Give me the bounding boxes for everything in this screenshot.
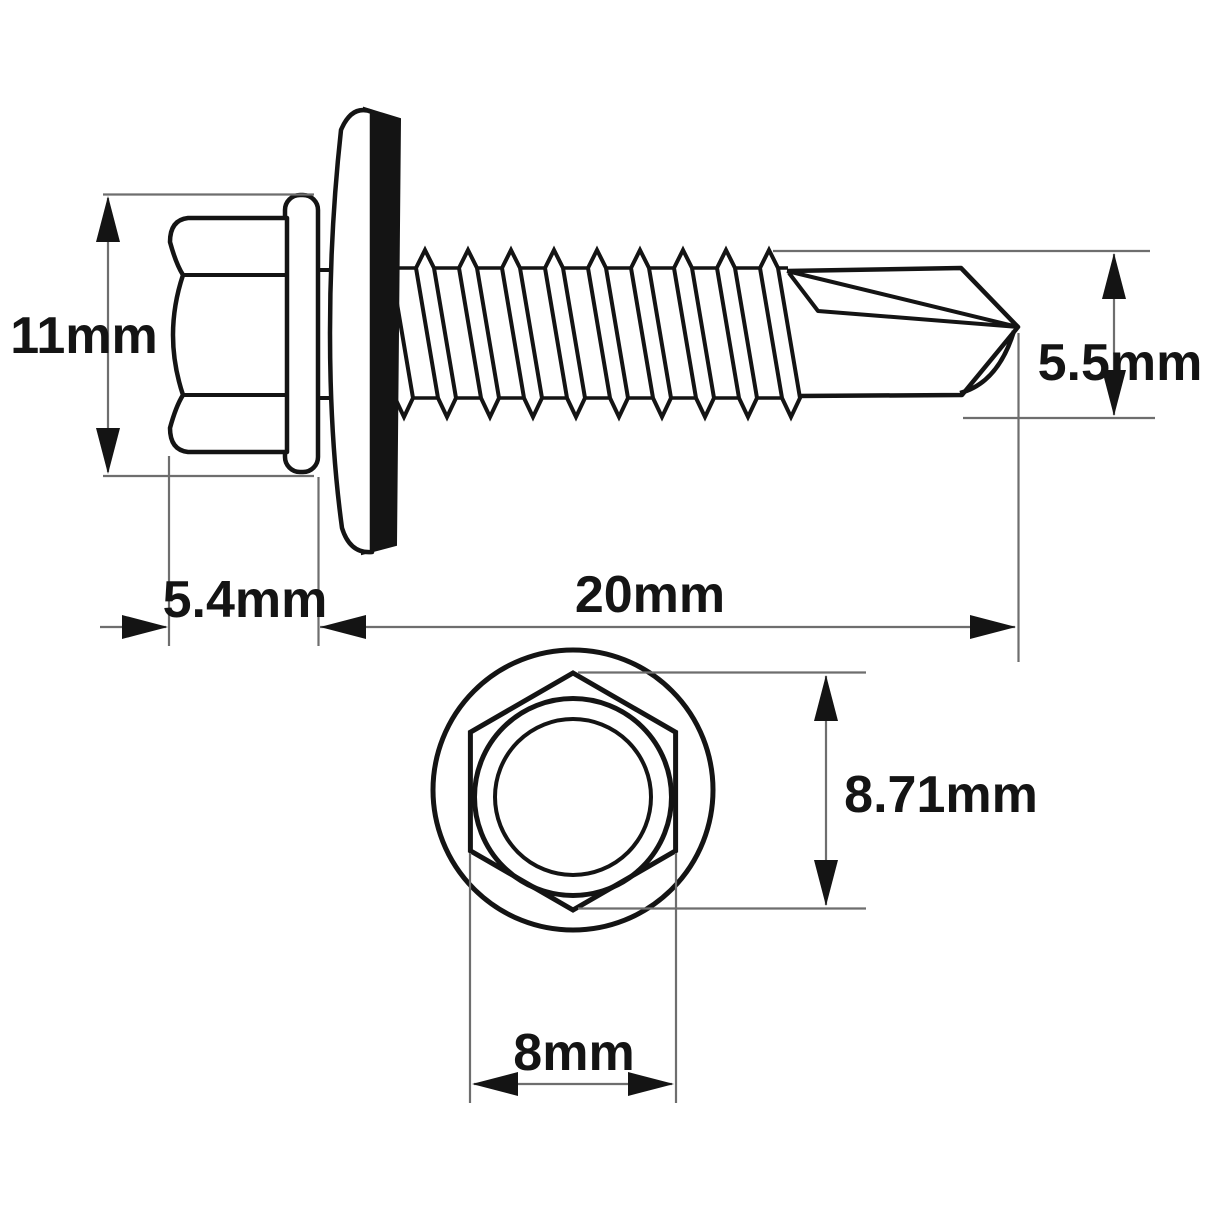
head-chamfer-circle bbox=[472, 696, 674, 898]
thread-band bbox=[456, 245, 502, 422]
thread-band bbox=[671, 245, 717, 422]
sealing-washer-metal bbox=[327, 107, 375, 555]
thread-band bbox=[714, 245, 760, 422]
label-flange-diameter: 11mm bbox=[10, 307, 157, 365]
screw-side-view bbox=[167, 106, 1021, 556]
hex-outline bbox=[467, 670, 679, 913]
screw-end-view bbox=[430, 647, 716, 933]
head-top-circle bbox=[493, 717, 653, 877]
thread-band bbox=[542, 245, 588, 422]
hex-head-side bbox=[167, 215, 290, 455]
label-point-diameter: 5.5mm bbox=[1038, 334, 1203, 392]
label-across-corners: 8.71mm bbox=[844, 766, 1038, 824]
thread-band bbox=[757, 245, 803, 422]
thread-band bbox=[499, 245, 545, 422]
thread-band bbox=[628, 245, 674, 422]
thread-band bbox=[413, 245, 459, 422]
dimension-arrows bbox=[96, 196, 1126, 1096]
label-head-length: 5.4mm bbox=[163, 571, 328, 629]
thread-band bbox=[585, 245, 631, 422]
label-thread-length: 20mm bbox=[575, 566, 725, 624]
label-across-flats: 8mm bbox=[513, 1024, 634, 1082]
washer-outline-circle bbox=[430, 647, 716, 933]
dimension-labels: 11mm 5.4mm 20mm 5.5mm 8.71mm 8mm bbox=[10, 307, 1202, 1082]
drill-point bbox=[786, 265, 1021, 399]
head-flange bbox=[282, 192, 321, 475]
thread-bands bbox=[370, 245, 803, 422]
